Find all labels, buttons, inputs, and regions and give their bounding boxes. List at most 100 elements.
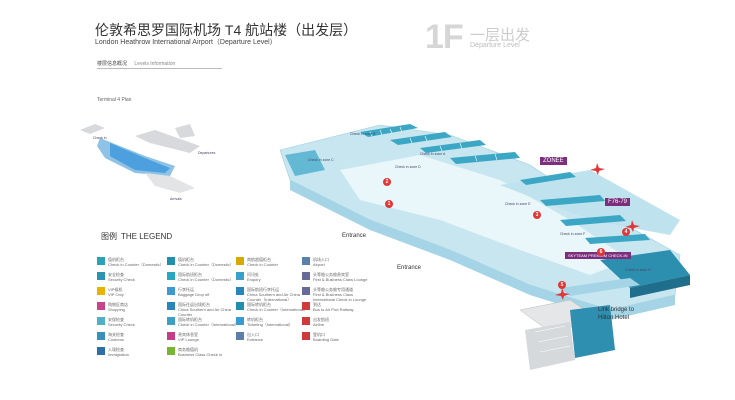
legend-swatch-icon <box>167 302 175 310</box>
legend-swatch-icon <box>302 287 310 295</box>
check-in-zone-label: Check in zone E <box>505 202 531 206</box>
levels-info-heading: 楼层信息概况 Levels Information <box>97 60 222 69</box>
gate-marker: 4 <box>622 228 630 236</box>
legend-swatch-icon <box>167 287 175 295</box>
floor-number: 1F <box>425 18 464 56</box>
gate-marker: 2 <box>383 178 391 186</box>
legend-swatch-icon <box>97 317 105 325</box>
legend-title-zh: 图例 <box>101 232 117 241</box>
legend-swatch-icon <box>236 317 244 325</box>
skyteam-tag: SKYTEAM PREMIUM CHECK-IN <box>565 252 631 259</box>
legend-swatch-icon <box>236 332 244 340</box>
floor-name-zh: 一层出发 <box>470 27 531 44</box>
check-in-islands-right <box>520 172 650 244</box>
legend-title-en: THE LEGEND <box>121 232 173 241</box>
terminal-plan-label: Terminal 4 Plan <box>97 97 132 103</box>
entrance-label: Entrance <box>397 265 422 271</box>
terminal-map <box>279 124 690 370</box>
legend-swatch-icon <box>302 272 310 280</box>
airplane-icons <box>555 163 640 300</box>
check-in-zone-label: Check in zone D <box>395 165 421 169</box>
check-in-zone-label: Check in zone C <box>308 158 334 162</box>
check-in-zone-label: Check in zone B <box>350 132 376 136</box>
legend-swatch-icon <box>236 257 244 265</box>
gate-marker: 5 <box>558 281 566 289</box>
legend-swatch-icon <box>167 347 175 355</box>
legend-swatch-icon <box>302 302 310 310</box>
legend-swatch-icon <box>302 332 310 340</box>
check-in-zone-label: Check in zone H <box>625 268 651 272</box>
legend-swatch-icon <box>302 257 310 265</box>
legend-swatch-icon <box>236 272 244 280</box>
legend-swatch-icon <box>97 287 105 295</box>
legend-swatch-icon <box>97 347 105 355</box>
link-bridge-label: Link bridge to Hilton Hotel <box>598 307 635 321</box>
legend-swatch-icon <box>167 272 175 280</box>
gate-marker: 3 <box>533 211 541 219</box>
page-title: 伦敦希思罗国际机场 T4 航站楼（出发层） <box>95 22 358 38</box>
zone-f-tag: F76-79 <box>605 198 631 206</box>
legend-swatch-icon <box>97 272 105 280</box>
legend-swatch-icon <box>236 287 244 295</box>
levels-info-en: Levels Information <box>134 61 176 67</box>
legend-swatch-icon <box>97 302 105 310</box>
plan-departures-label: Departures <box>198 151 216 155</box>
plan-check-in-label: Check in <box>93 136 107 140</box>
check-in-desks <box>369 126 498 162</box>
legend-swatch-icon <box>302 317 310 325</box>
entrance-label: Entrance <box>342 233 367 239</box>
legend-swatch-icon <box>167 332 175 340</box>
gate-marker: 6 <box>597 248 605 256</box>
levels-info-zh: 楼层信息概况 <box>97 61 128 67</box>
gate-marker: 1 <box>385 200 393 208</box>
legend-title: 图例 THE LEGEND <box>97 231 172 242</box>
legend-swatch-icon <box>97 332 105 340</box>
legend-swatch-icon <box>167 257 175 265</box>
